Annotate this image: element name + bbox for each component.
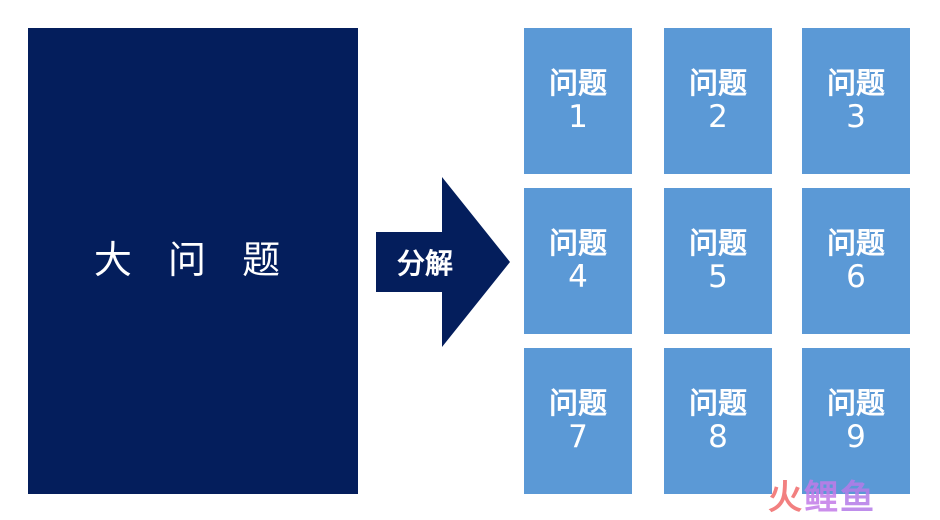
sub-problem-tile-8: 问题 8 bbox=[664, 348, 772, 494]
tile-text: 问题 bbox=[826, 225, 885, 260]
tile-text: 问题 bbox=[826, 385, 885, 420]
tile-number: 5 bbox=[708, 258, 728, 295]
sub-problem-tile-4: 问题 4 bbox=[524, 188, 632, 334]
sub-problem-tile-3: 问题 3 bbox=[802, 28, 910, 174]
tile-number: 1 bbox=[568, 98, 588, 135]
sub-problem-tile-5: 问题 5 bbox=[664, 188, 772, 334]
big-problem-box: 大 问 题 bbox=[28, 28, 358, 494]
tile-number: 3 bbox=[846, 98, 866, 135]
watermark-logo: 火 鲤 鱼 bbox=[768, 474, 918, 518]
sub-problem-tile-1: 问题 1 bbox=[524, 28, 632, 174]
sub-problem-tile-7: 问题 7 bbox=[524, 348, 632, 494]
watermark-char: 火 bbox=[768, 477, 802, 518]
decompose-label: 分解 bbox=[396, 247, 453, 280]
sub-problem-tile-6: 问题 6 bbox=[802, 188, 910, 334]
decompose-arrow bbox=[376, 177, 510, 347]
tile-number: 9 bbox=[846, 418, 866, 455]
tile-number: 2 bbox=[708, 98, 728, 135]
tile-text: 问题 bbox=[688, 225, 747, 260]
big-problem-label: 大 问 题 bbox=[93, 237, 293, 282]
watermark-char: 鱼 bbox=[840, 477, 874, 518]
tile-text: 问题 bbox=[548, 385, 607, 420]
tile-text: 问题 bbox=[688, 385, 747, 420]
watermark-char: 鲤 bbox=[804, 477, 838, 518]
tile-text: 问题 bbox=[688, 65, 747, 100]
tile-text: 问题 bbox=[548, 65, 607, 100]
tile-text: 问题 bbox=[548, 225, 607, 260]
tile-number: 6 bbox=[846, 258, 866, 295]
sub-problem-tile-9: 问题 9 bbox=[802, 348, 910, 494]
tile-number: 8 bbox=[708, 418, 728, 455]
sub-problem-grid: 问题 1 问题 2 问题 3 问题 4 问题 5 问题 6 问题 7 问题 bbox=[524, 28, 910, 494]
sub-problem-tile-2: 问题 2 bbox=[664, 28, 772, 174]
tile-number: 7 bbox=[568, 418, 588, 455]
tile-number: 4 bbox=[568, 258, 588, 295]
tile-text: 问题 bbox=[826, 65, 885, 100]
